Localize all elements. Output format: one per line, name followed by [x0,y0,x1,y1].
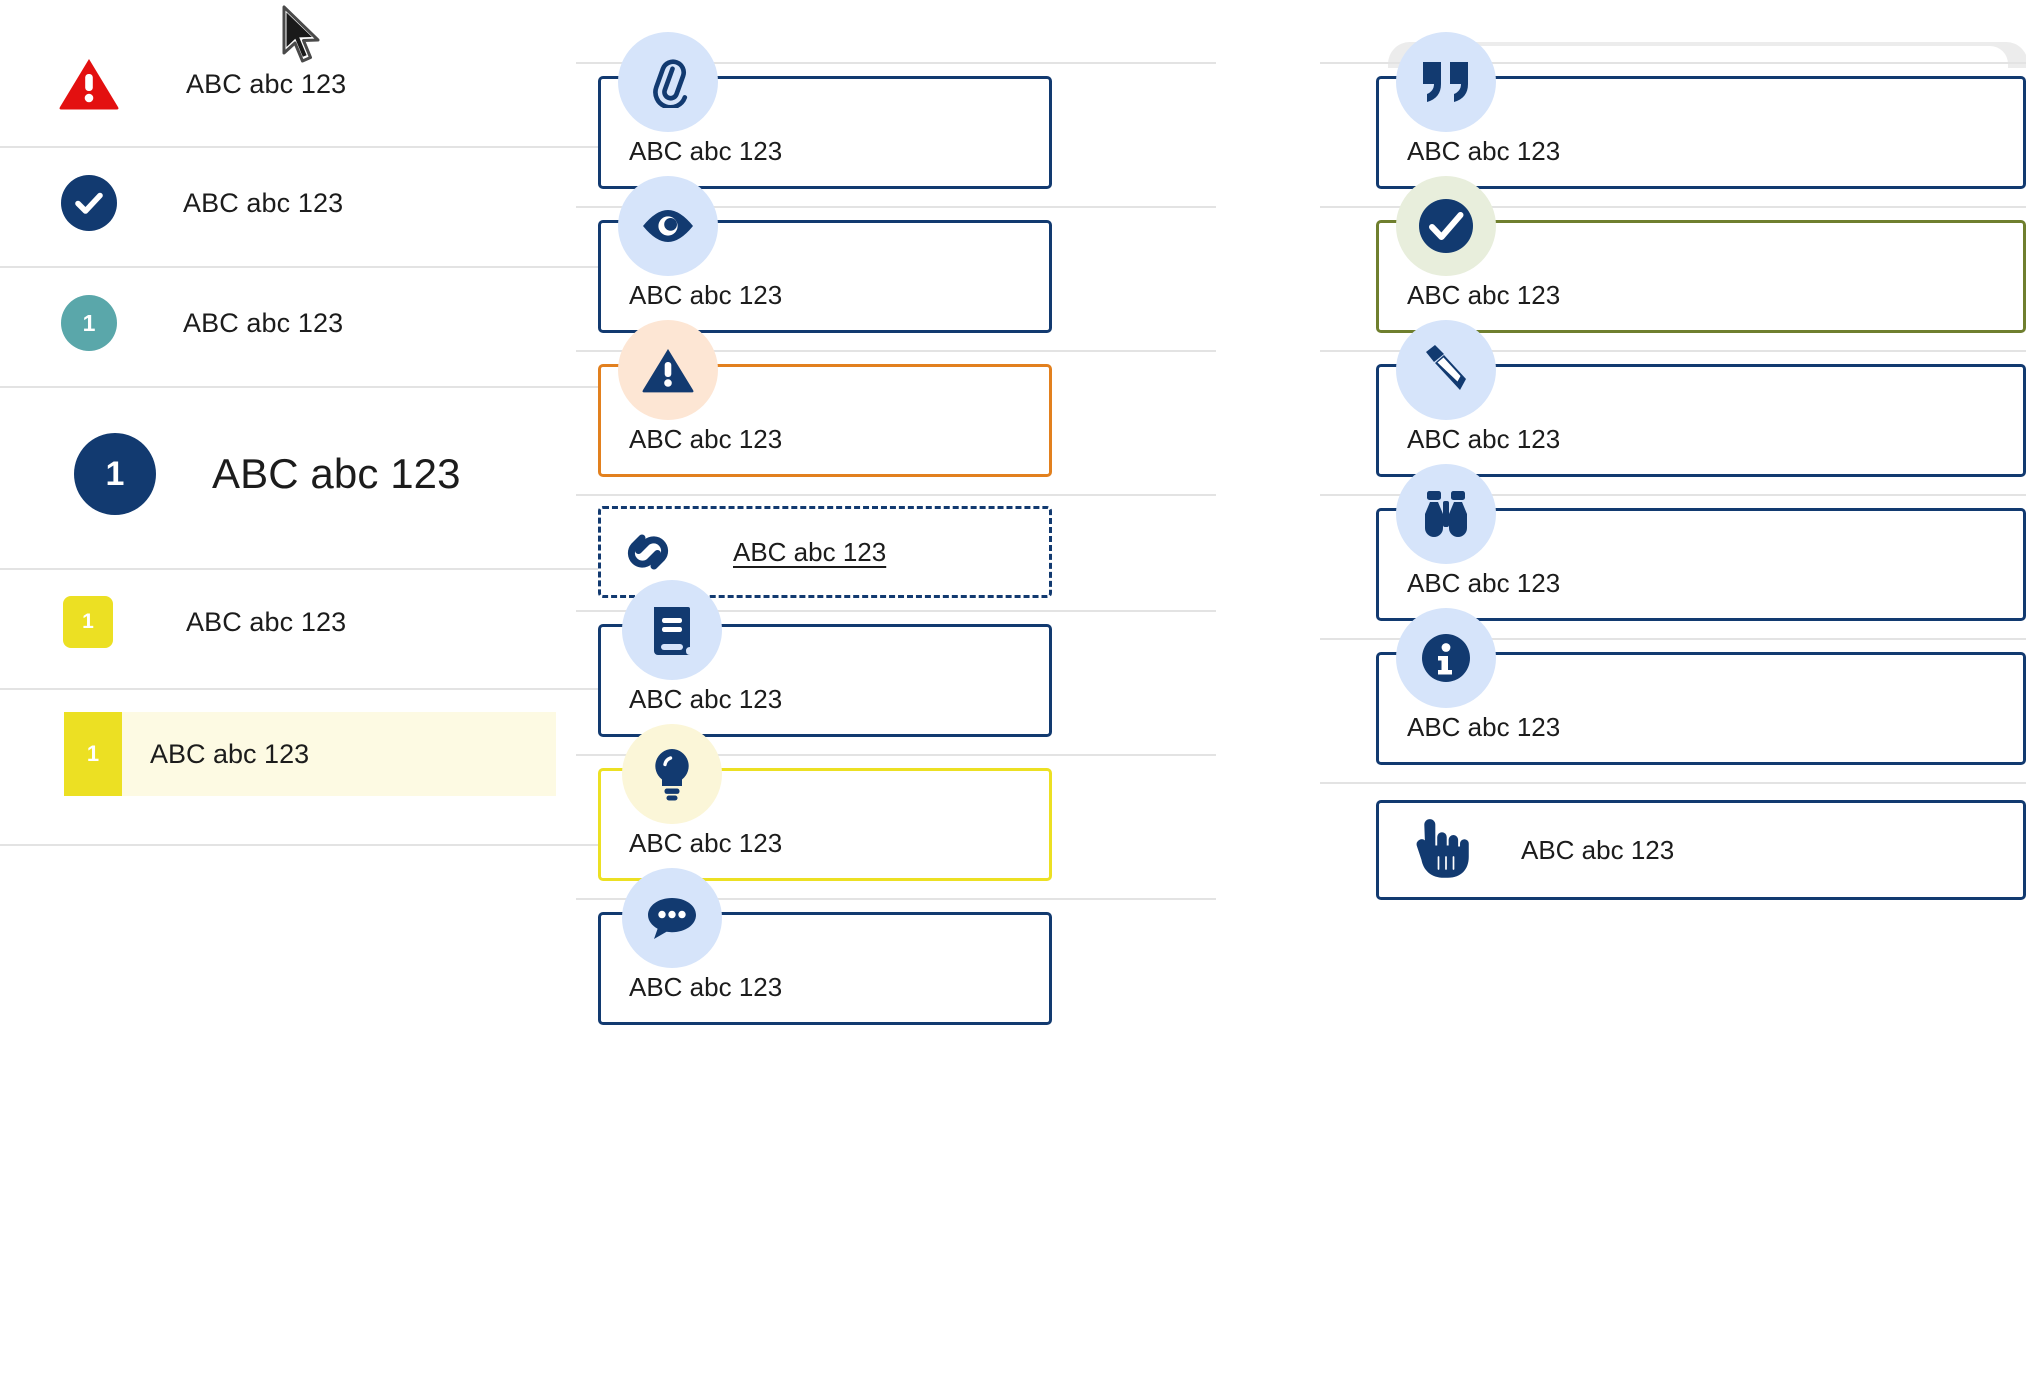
card-quote[interactable]: ABC abc 123 [1376,76,2026,189]
card-separator [1320,638,2026,640]
book-icon [622,580,722,680]
pointing-hand-icon [1410,816,1472,884]
left-separator [0,266,756,268]
lightbulb-icon [622,724,722,824]
legend-row-warning[interactable]: ABC abc 123 [58,57,346,111]
card-separator [576,494,1216,496]
card-edit[interactable]: ABC abc 123 [1376,364,2026,477]
binoculars-icon [1396,464,1496,564]
card-label: ABC abc 123 [1521,834,1675,865]
legend-row-number-large[interactable]: 1 ABC abc 123 [74,433,461,515]
card-label: ABC abc 123 [629,828,783,858]
link-chain-icon [617,522,679,582]
card-label: ABC abc 123 [629,684,783,714]
legend-row-label: ABC abc 123 [150,738,310,769]
card-label: ABC abc 123 [629,972,783,1002]
card-separator [1320,350,2026,352]
card-separator [1320,62,2026,64]
legend-row-label: ABC abc 123 [186,68,347,99]
legend-row-label: ABC abc 123 [183,307,344,338]
quote-marks-icon [1396,32,1496,132]
left-separator [0,688,756,690]
left-separator [0,844,756,846]
left-separator [0,386,756,388]
legend-row-number-teal[interactable]: 1 ABC abc 123 [61,295,343,351]
number-badge-icon: 1 [64,712,122,796]
number-badge-icon: 1 [63,596,113,648]
badge-number: 1 [82,610,94,633]
card-separator [576,206,1216,208]
card-separator [576,62,1216,64]
card-separator [1320,206,2026,208]
eye-icon [618,176,718,276]
card-label: ABC abc 123 [1407,280,1561,310]
pencil-icon [1396,320,1496,420]
legend-row-check[interactable]: ABC abc 123 [61,175,343,231]
card-separator [576,610,1216,612]
info-circle-icon [1396,608,1496,708]
right-card-column: ABC abc 123 ABC abc 123 ABC abc 123 [1320,0,2026,1392]
chat-bubble-icon [622,868,722,968]
legend-row-label: ABC abc 123 [186,606,347,637]
card-action[interactable]: ABC abc 123 [1376,800,2026,900]
card-label: ABC abc 123 [1407,136,1561,166]
check-circle-icon [61,175,117,231]
top-panel-surface [1408,46,2008,76]
left-legend-column: ABC abc 123 ABC abc 123 1 ABC abc 123 1 … [0,0,756,1392]
card-separator [576,754,1216,756]
left-separator [0,568,756,570]
card-label: ABC abc 123 [629,424,783,454]
legend-row-number-yellow[interactable]: 1 ABC abc 123 [63,596,346,648]
legend-row-label: ABC abc 123 [212,450,461,497]
card-separator [1320,782,2026,784]
card-label: ABC abc 123 [629,280,783,310]
legend-row-highlighted[interactable]: 1 ABC abc 123 [64,712,556,796]
check-circle-icon [1396,176,1496,276]
badge-number: 1 [86,741,100,766]
number-badge-icon: 1 [61,295,117,351]
middle-card-column: ABC abc 123 ABC abc 123 ABC abc 123 [576,0,1390,1392]
card-glossary[interactable]: ABC abc 123 [598,624,1052,737]
card-separator [1320,494,2026,496]
card-label: ABC abc 123 [1407,712,1561,742]
card-observation[interactable]: ABC abc 123 [1376,508,2026,621]
legend-row-label: ABC abc 123 [183,187,344,218]
badge-number: 1 [82,309,96,336]
card-label: ABC abc 123 [1407,568,1561,598]
card-link-label[interactable]: ABC abc 123 [733,536,887,567]
warning-triangle-icon [618,320,718,420]
warning-triangle-icon [58,57,120,111]
left-separator [0,146,756,148]
badge-number: 1 [105,454,125,493]
card-separator [576,350,1216,352]
number-badge-icon: 1 [74,433,156,515]
paperclip-icon [618,32,718,132]
card-label: ABC abc 123 [629,136,783,166]
card-label: ABC abc 123 [1407,424,1561,454]
card-separator [576,898,1216,900]
